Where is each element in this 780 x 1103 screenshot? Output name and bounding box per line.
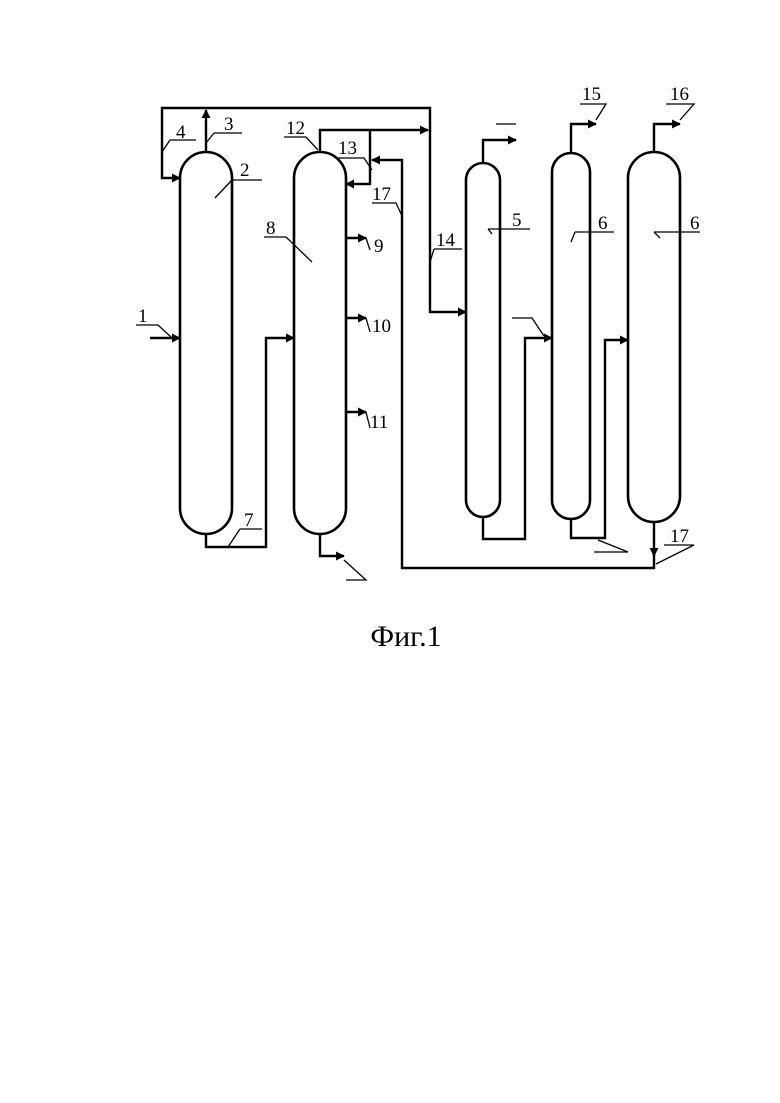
leader-bottoms-6-middle [594, 540, 628, 552]
label-1: 1 [138, 306, 148, 327]
overhead-line-16 [654, 124, 680, 152]
leader-16 [666, 104, 694, 120]
bottoms-line-8 [320, 534, 344, 556]
label-10: 10 [372, 316, 391, 337]
overhead-line-15 [571, 124, 596, 153]
label-12: 12 [286, 118, 305, 139]
figure-caption: Фиг.1 [370, 620, 441, 653]
bottoms-line-5 [483, 338, 552, 539]
overhead-line-5 [483, 140, 516, 163]
label-13: 13 [338, 138, 357, 159]
label-9: 9 [374, 236, 384, 257]
label-2: 2 [240, 160, 250, 181]
leader-feed-6-middle [512, 318, 544, 336]
column-8 [294, 152, 346, 534]
leader-6-middle [571, 232, 614, 242]
column-6-right [628, 152, 680, 522]
leader-15 [580, 104, 606, 120]
label-3: 3 [224, 114, 234, 135]
label-5: 5 [512, 210, 522, 231]
leader-8 [264, 237, 312, 262]
label-6-middle: 6 [598, 213, 608, 234]
label-17-lower: 17 [670, 526, 689, 547]
label-6-right: 6 [690, 213, 700, 234]
label-8: 8 [266, 218, 276, 239]
leader-10 [366, 318, 370, 332]
label-4: 4 [176, 122, 186, 143]
leader-2 [215, 180, 262, 198]
label-17-upper: 17 [372, 184, 391, 205]
label-7: 7 [244, 510, 254, 531]
column-2 [180, 152, 232, 534]
label-15: 15 [582, 84, 601, 105]
leader-17-lower [656, 545, 694, 564]
overhead-line-12 [320, 130, 428, 152]
label-11: 11 [370, 412, 388, 433]
bottoms-line-6 [571, 340, 628, 538]
column-5 [466, 163, 500, 517]
leader-5 [488, 229, 530, 234]
leader-7 [228, 529, 262, 547]
leader-9 [366, 238, 370, 250]
column-6-middle [552, 153, 590, 519]
label-14: 14 [436, 230, 456, 251]
label-16: 16 [670, 84, 689, 105]
transfer-line-14 [430, 130, 466, 312]
leader-bottoms-8 [344, 560, 366, 580]
